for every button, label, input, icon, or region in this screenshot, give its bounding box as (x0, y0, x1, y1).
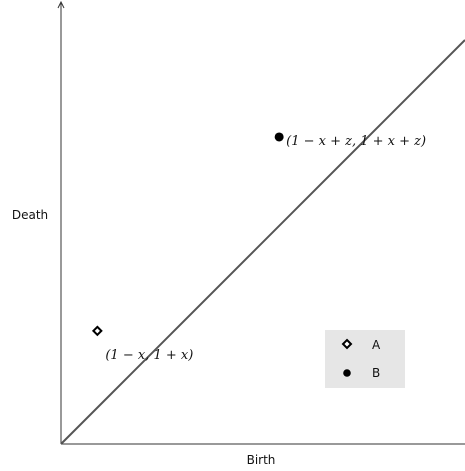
diagonal-line (60, 39, 465, 445)
legend-box (325, 330, 405, 388)
point-b-annotation: (1 − x + z, 1 + x + z) (286, 134, 426, 149)
legend-b-label: B (372, 366, 380, 380)
y-axis-arrow (57, 0, 65, 9)
legend-a-label: A (372, 338, 381, 352)
point-a-annotation: (1 − x, 1 + x) (105, 348, 193, 363)
legend: A B (325, 330, 405, 388)
point-a-marker (91, 325, 103, 337)
x-axis-label: Birth (247, 453, 276, 467)
y-axis-label: Death (12, 208, 48, 222)
point-b-marker (274, 132, 284, 142)
legend-b-marker (343, 369, 351, 377)
legend-a-marker (341, 338, 353, 350)
